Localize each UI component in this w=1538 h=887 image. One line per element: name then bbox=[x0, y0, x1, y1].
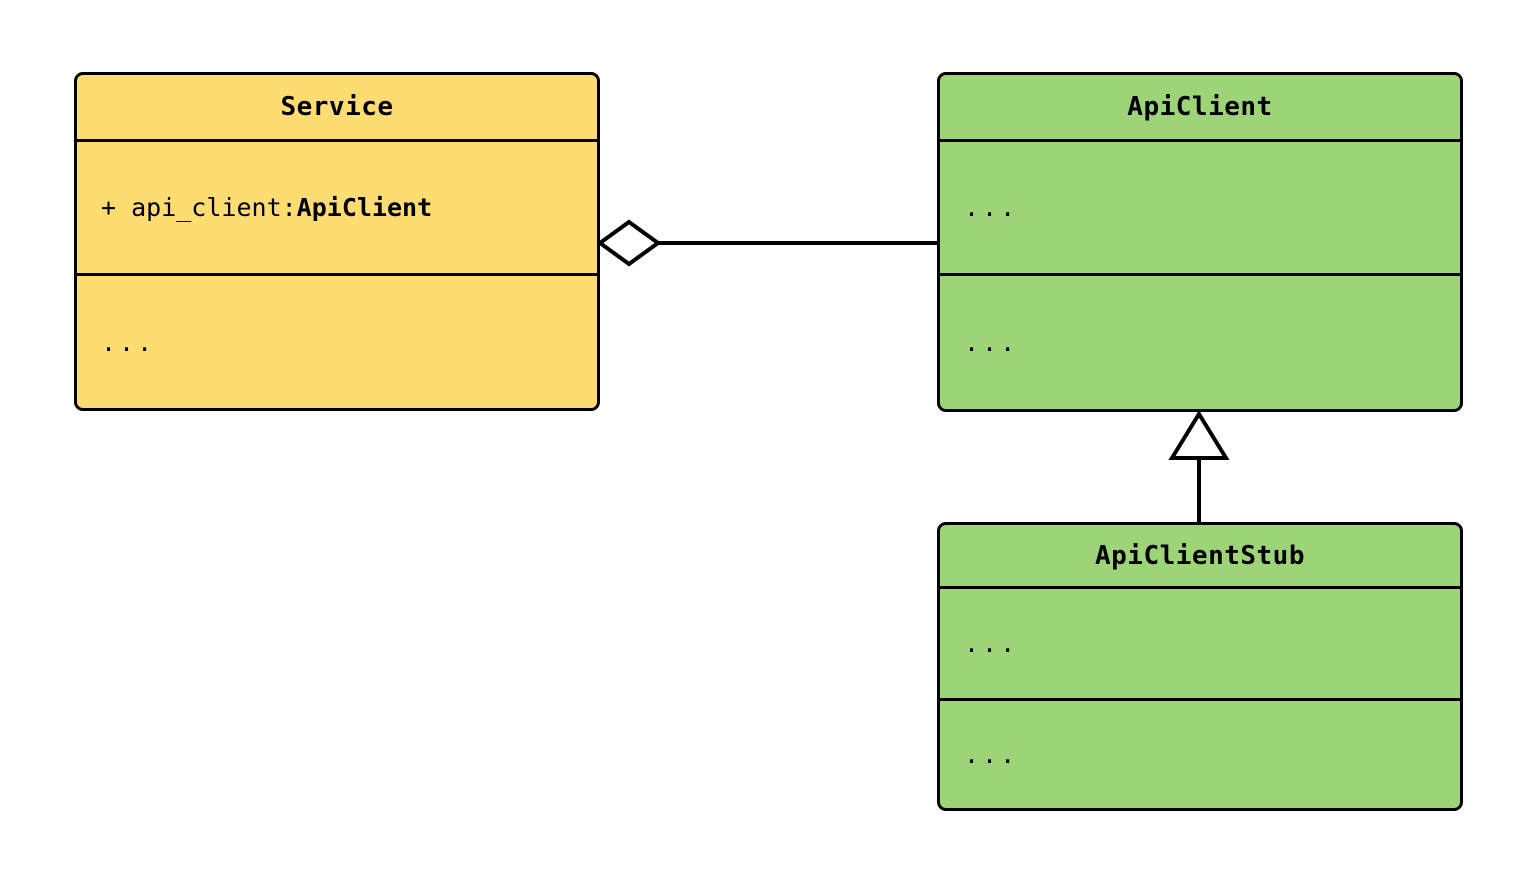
relationship-aggregation-service-api-client bbox=[596, 219, 937, 267]
class-box-service[interactable]: Service + api_client: ApiClient ... bbox=[74, 72, 600, 411]
attribute-service-api-client-name: + api_client: bbox=[101, 193, 297, 222]
class-title-service: Service bbox=[77, 75, 597, 142]
class-box-api-client-stub[interactable]: ApiClientStub ... ... bbox=[937, 522, 1463, 811]
class-methods-service: ... bbox=[77, 276, 597, 408]
class-attributes-api-client-stub: ... bbox=[940, 589, 1460, 701]
class-attributes-api-client: ... bbox=[940, 142, 1460, 276]
generalization-triangle-icon bbox=[1168, 410, 1230, 460]
class-attributes-api-client-stub-label: ... bbox=[964, 629, 1019, 658]
class-attributes-api-client-label: ... bbox=[964, 193, 1019, 222]
class-methods-api-client: ... bbox=[940, 276, 1460, 409]
relationship-generalization-stub-api-client bbox=[1168, 410, 1230, 522]
attribute-service-api-client-type: ApiClient bbox=[296, 193, 433, 222]
class-title-api-client-stub: ApiClientStub bbox=[940, 525, 1460, 589]
aggregation-diamond-icon bbox=[596, 219, 662, 267]
class-attributes-service: + api_client: ApiClient bbox=[77, 142, 597, 276]
class-box-api-client[interactable]: ApiClient ... ... bbox=[937, 72, 1463, 412]
class-methods-api-client-stub-label: ... bbox=[964, 740, 1019, 769]
class-methods-service-label: ... bbox=[101, 327, 156, 357]
class-title-api-client: ApiClient bbox=[940, 75, 1460, 142]
class-methods-api-client-stub: ... bbox=[940, 701, 1460, 808]
class-methods-api-client-label: ... bbox=[964, 328, 1019, 357]
